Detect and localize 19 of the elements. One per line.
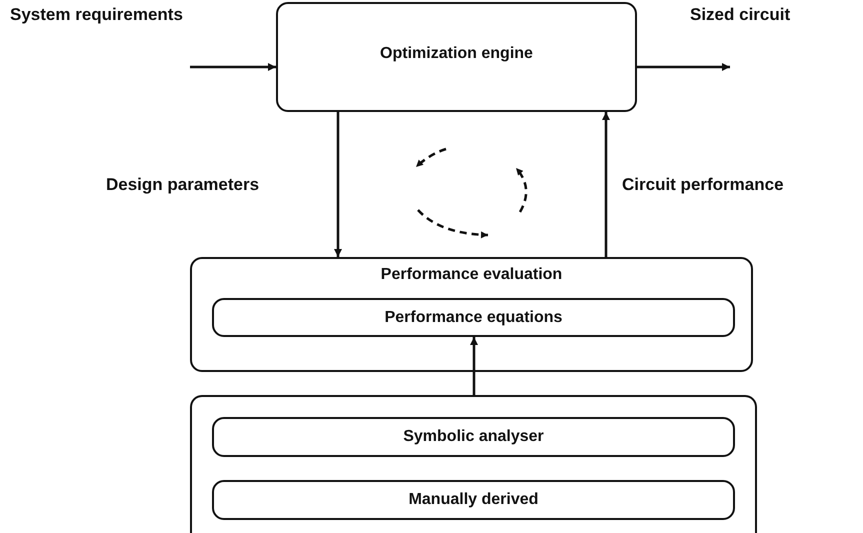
box-label: Manually derived [408,490,538,510]
box-label: Symbolic analyser [403,427,544,447]
process-box [212,417,735,457]
process-box [212,480,735,520]
arrow [190,63,276,71]
container-box [190,395,757,533]
process-box [190,257,753,372]
edge-label: Circuit performance [620,175,786,195]
edge-label: Design parameters [104,175,262,195]
box-label: Performance evaluation [380,265,562,285]
box-label: Optimization engine [380,44,533,64]
arrow [602,112,610,257]
box-label: Performance equations [384,308,562,328]
arrow [637,63,730,71]
process-box [276,2,637,112]
process-box [212,298,735,337]
edge-label: System requirements [8,5,185,25]
arrow [470,337,478,395]
arrow [334,112,342,257]
